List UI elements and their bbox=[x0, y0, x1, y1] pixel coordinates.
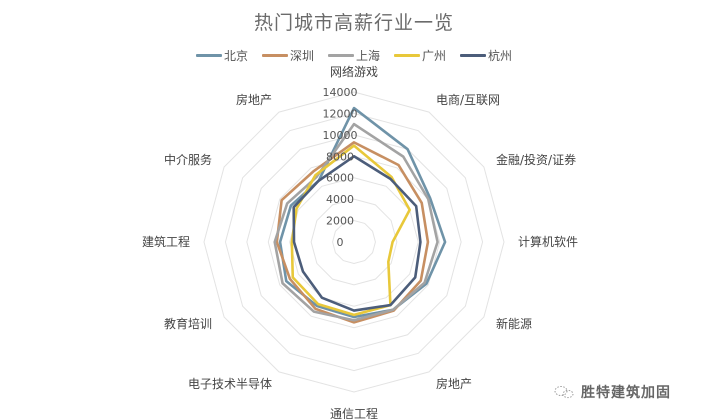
legend-item-beijing[interactable]: 北京 bbox=[195, 47, 248, 64]
series-line[interactable] bbox=[292, 154, 422, 312]
series-line[interactable] bbox=[278, 106, 447, 319]
axis-label: 通信工程 bbox=[330, 406, 378, 419]
grid-ring bbox=[224, 112, 484, 372]
axis-labels: 网络游戏电商/互联网金融/投资/证券计算机软件新能源房地产通信工程电子技术半导体… bbox=[142, 64, 578, 419]
chart-title: 热门城市高薪行业一览 bbox=[253, 12, 454, 34]
watermark-text: 胜特建筑加固 bbox=[581, 385, 671, 401]
radial-tick-labels: 0 2000 4000 6000 8000 10000 12000 14000 bbox=[323, 86, 358, 249]
legend-swatch bbox=[327, 54, 354, 57]
series-line[interactable] bbox=[275, 141, 430, 324]
legend-label: 上海 bbox=[355, 49, 380, 63]
axis-label: 新能源 bbox=[496, 316, 532, 331]
wechat-bubble-icon bbox=[554, 386, 574, 399]
tick-label: 4000 bbox=[326, 193, 354, 206]
tick-label: 12000 bbox=[323, 107, 358, 120]
watermark: 胜特建筑加固 bbox=[553, 382, 671, 402]
chart-legend: 北京 深圳 上海 广州 杭州 bbox=[0, 47, 708, 64]
series-line[interactable] bbox=[290, 144, 411, 317]
grid-ring bbox=[203, 91, 505, 393]
legend-label: 深圳 bbox=[289, 49, 314, 63]
legend-label: 广州 bbox=[422, 49, 447, 63]
tick-label: 14000 bbox=[323, 86, 358, 99]
axis-label: 房地产 bbox=[436, 376, 472, 391]
grid-ring bbox=[246, 134, 462, 350]
grid-ring bbox=[332, 220, 376, 264]
legend-item-shanghai[interactable]: 上海 bbox=[327, 47, 380, 64]
legend-swatch bbox=[394, 54, 420, 57]
legend-item-guangzhou[interactable]: 广州 bbox=[394, 47, 446, 64]
axis-label: 中介服务 bbox=[164, 152, 212, 167]
legend-swatch bbox=[261, 54, 288, 57]
legend-item-shenzhen[interactable]: 深圳 bbox=[261, 47, 314, 64]
grid-ring bbox=[289, 177, 419, 307]
legend-label: 北京 bbox=[223, 49, 248, 63]
tick-label: 0 bbox=[337, 236, 344, 249]
legend-swatch bbox=[195, 54, 222, 57]
legend-item-hangzhou[interactable]: 杭州 bbox=[460, 47, 512, 64]
series-line[interactable] bbox=[273, 122, 439, 322]
axis-label: 计算机软件 bbox=[518, 234, 578, 249]
legend-label: 杭州 bbox=[488, 49, 513, 63]
tick-label: 10000 bbox=[323, 129, 358, 142]
legend-swatch bbox=[460, 54, 487, 57]
axis-label: 电子技术半导体 bbox=[188, 377, 272, 391]
grid-ring bbox=[310, 198, 398, 286]
axis-label: 网络游戏 bbox=[330, 64, 378, 79]
axis-label: 房地产 bbox=[236, 92, 272, 107]
axis-label: 金融/投资/证券 bbox=[496, 152, 576, 167]
tick-label: 6000 bbox=[326, 172, 354, 185]
axis-label: 电商/互联网 bbox=[436, 92, 500, 107]
tick-label: 2000 bbox=[326, 215, 354, 228]
axis-label: 建筑工程 bbox=[142, 234, 190, 249]
axis-label: 教育培训 bbox=[164, 316, 212, 331]
tick-label: 8000 bbox=[326, 150, 354, 163]
radar-series bbox=[273, 106, 447, 324]
